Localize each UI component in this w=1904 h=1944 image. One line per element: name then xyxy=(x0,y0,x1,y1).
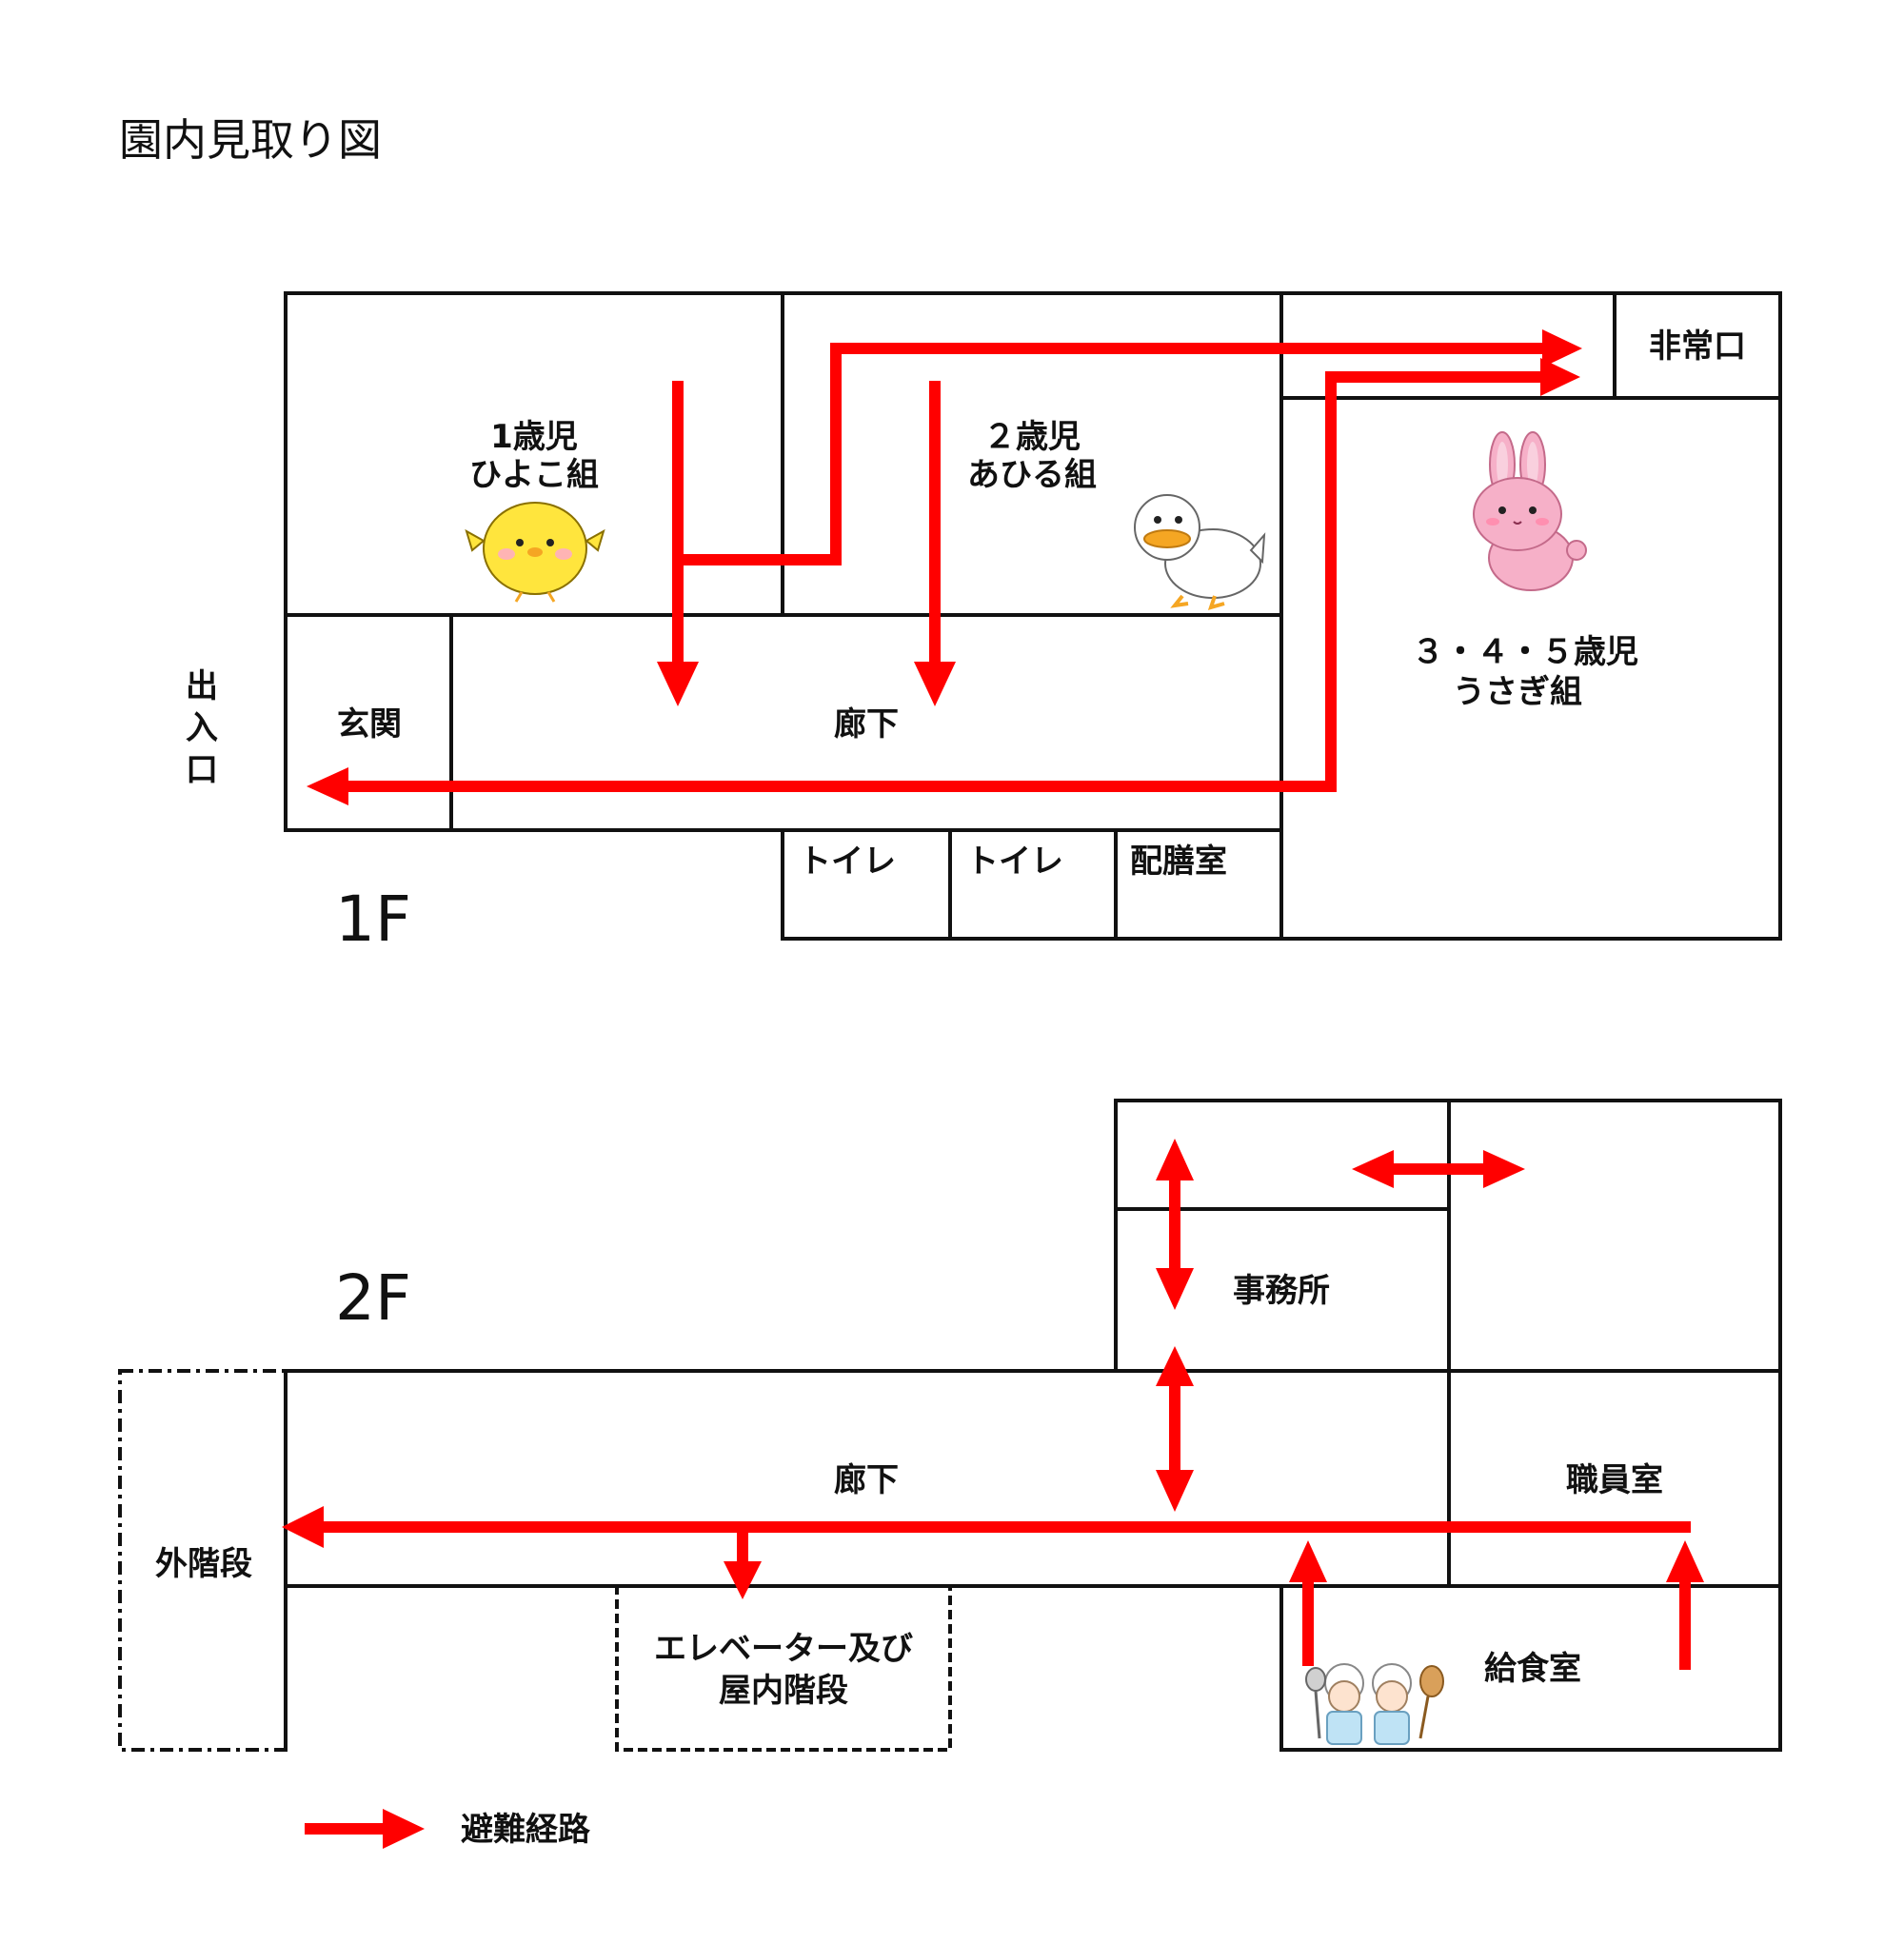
evacuation-routes-2f xyxy=(282,1139,1704,1670)
arrowhead-kitchen-left xyxy=(1289,1540,1327,1582)
legend-label: 避難経路 xyxy=(461,1811,591,1849)
office-label: 事務所 xyxy=(1233,1272,1330,1310)
legend: 避難経路 xyxy=(305,1809,591,1849)
room-elevator xyxy=(615,1584,952,1752)
ahiru-age-label: ２歳児 xyxy=(983,418,1081,456)
entrance-label-char-1: 出 xyxy=(186,667,218,705)
arrowhead-ahiru-down xyxy=(914,662,956,706)
arrowhead-office-upper-up xyxy=(1156,1139,1194,1180)
duck-icon xyxy=(1134,494,1266,610)
outside-stairs-label: 外階段 xyxy=(155,1545,252,1583)
arrowhead-outside-stairs xyxy=(282,1506,324,1548)
arrowhead-exit-top xyxy=(1542,329,1582,367)
usagi-class-label: うさぎ組 xyxy=(1453,673,1582,711)
ahiru-class-label: あひる組 xyxy=(967,456,1097,494)
elevator-label-line1: エレベーター及び xyxy=(654,1630,913,1668)
floor-2: 2F 事務所 廊下 職員室 外階段 エレベーター及び 屋内階段 給食室 xyxy=(118,1099,1782,1752)
kitchen-label: 給食室 xyxy=(1484,1650,1581,1688)
corridor-2f-label: 廊下 xyxy=(834,1461,899,1499)
toilet-a-label: トイレ xyxy=(799,843,896,881)
room-serving xyxy=(1114,828,1283,941)
entrance-label-char-3: 口 xyxy=(186,751,218,789)
route-usagi-to-entrance xyxy=(347,371,1542,792)
hiyoko-class-label: ひよこ組 xyxy=(469,456,599,494)
legend-route-arrowhead xyxy=(383,1809,425,1849)
corridor-1f-label: 廊下 xyxy=(834,705,899,744)
page-title: 園内見取り図 xyxy=(119,114,382,166)
serving-room-label: 配膳室 xyxy=(1130,843,1227,881)
room-2f-upper-right xyxy=(1447,1099,1782,1373)
arrowhead-kitchen-right xyxy=(1666,1540,1704,1582)
arrowhead-upper-left xyxy=(1352,1150,1394,1188)
arrowhead-office-upper-down xyxy=(1156,1268,1194,1310)
hiyoko-age-label: 1歳児 xyxy=(490,418,578,456)
room-outside-stairs xyxy=(118,1369,288,1752)
arrowhead-office-corridor-down xyxy=(1156,1470,1194,1512)
arrowhead-upper-right xyxy=(1483,1150,1525,1188)
room-kitchen xyxy=(1279,1584,1782,1752)
usagi-age-label: ３・４・５歳児 xyxy=(1412,633,1638,671)
entrance-label-char-2: 入 xyxy=(186,709,218,747)
floor-1-label: 1F xyxy=(335,883,411,956)
evacuation-routes-1f xyxy=(307,329,1582,805)
chick-icon xyxy=(465,502,605,603)
rabbit-icon xyxy=(1473,431,1587,591)
floor-1: 1歳児 ひよこ組 ２歳児 あひる組 ３・４・５歳児 うさぎ組 非常口 玄関 廊下… xyxy=(186,291,1782,956)
emergency-exit-label: 非常口 xyxy=(1649,327,1746,366)
floor-2-label: 2F xyxy=(335,1261,411,1335)
room-2f-upper-left xyxy=(1114,1099,1451,1211)
arrowhead-entrance xyxy=(307,767,348,805)
arrowhead-elevator xyxy=(724,1561,762,1599)
entrance-hall-label: 玄関 xyxy=(337,705,402,744)
toilet-b-label: トイレ xyxy=(966,843,1063,881)
staff-room-label: 職員室 xyxy=(1566,1461,1663,1499)
arrowhead-hiyoko-down xyxy=(657,662,699,706)
arrowhead-exit-second xyxy=(1540,358,1580,396)
route-hiyoko-to-exit xyxy=(678,343,1546,565)
arrowhead-office-corridor-up xyxy=(1156,1346,1194,1386)
elevator-label-line2: 屋内階段 xyxy=(719,1672,848,1710)
cooks-icon xyxy=(1305,1663,1444,1745)
